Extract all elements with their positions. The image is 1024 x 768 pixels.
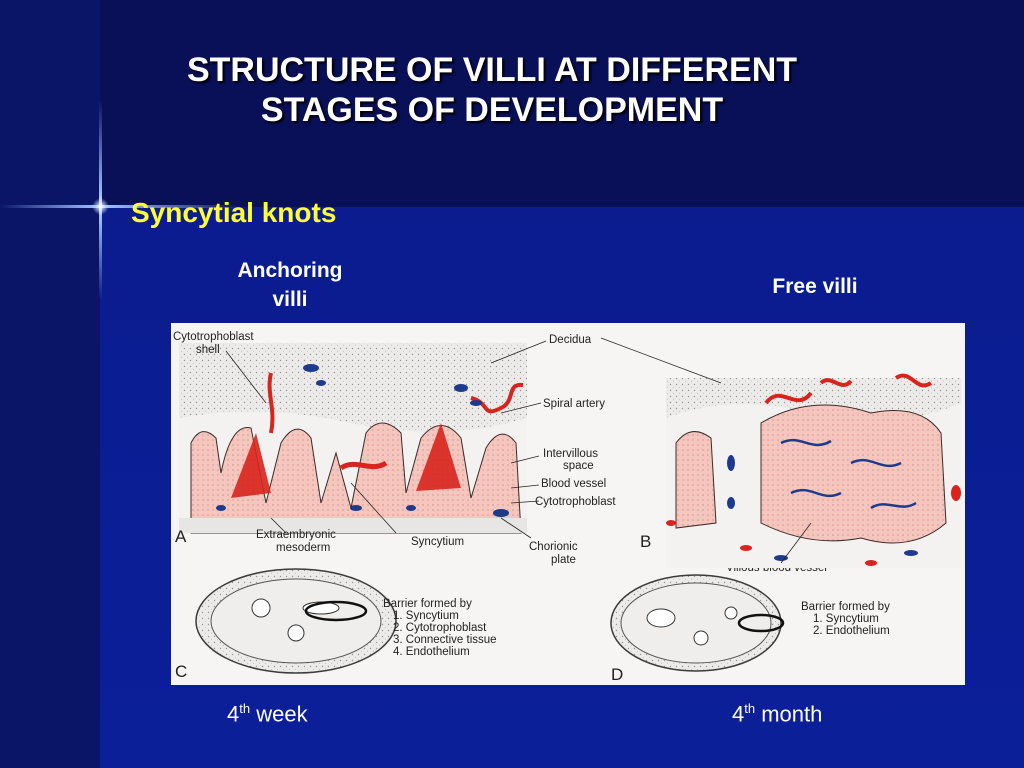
panel-c-vessel-1 xyxy=(251,598,271,618)
panel-d-barrier-ring xyxy=(737,613,785,633)
caption-left-ordinal: th xyxy=(239,701,251,716)
anchoring-villi-label-line-2: villi xyxy=(272,288,308,311)
panel-b-villous-tree xyxy=(760,404,947,544)
panel-d-vessel-1 xyxy=(646,608,676,628)
panel-c-barrier-1: 1. Syncytium xyxy=(393,610,459,622)
anchoring-villi-label-line-1: Anchoring xyxy=(237,259,343,282)
panel-b-villus-left xyxy=(675,431,717,529)
villi-diagram-svg: Cytotrophoblast shell Decidua Spiral art… xyxy=(173,331,961,684)
panel-a-anchoring-villi xyxy=(179,340,547,539)
panel-a-leader-lines xyxy=(225,340,547,539)
panel-c-barrier-4: 4. Endothelium xyxy=(393,646,470,658)
panel-b-leader-lines xyxy=(600,337,812,564)
panel-c-vessel-2 xyxy=(287,624,305,642)
panel-letter-a: A xyxy=(175,527,187,546)
panel-d-barrier-title: Barrier formed by xyxy=(801,601,890,613)
caption-left-number: 4 xyxy=(227,701,240,727)
free-villi-label: Free villi xyxy=(772,275,858,298)
label-cytotrophoblast-shell-1: Cytotrophoblast xyxy=(173,331,254,343)
panel-letter-c: C xyxy=(175,662,187,681)
panel-letter-d: D xyxy=(611,665,623,684)
panel-a-blood-vessel-red xyxy=(339,460,388,471)
label-intervillous-2: space xyxy=(563,460,594,472)
panel-a-cyto-shell-left xyxy=(231,433,271,498)
panel-d-barrier-1: 1. Syncytium xyxy=(813,613,879,625)
panel-b-red-cells xyxy=(666,485,961,566)
label-syncytium: Syncytium xyxy=(411,536,464,548)
panel-a-chorionic-plate xyxy=(179,518,527,533)
slide-title-line-2: STAGES OF DEVELOPMENT xyxy=(260,91,724,129)
panel-d-vessel-3 xyxy=(724,606,738,620)
panel-d-villus-inner xyxy=(620,582,772,664)
label-intervillous-1: Intervillous xyxy=(543,448,598,460)
diagram-labels: Cytotrophoblast shell Decidua Spiral art… xyxy=(173,331,827,574)
caption-4th-month: 4th month xyxy=(732,701,822,727)
slide-left-band xyxy=(0,0,100,768)
panel-c-villus-inner xyxy=(210,578,382,664)
label-decidua: Decidua xyxy=(549,334,592,346)
panel-b-blue-cells xyxy=(727,455,918,561)
slide-title-line-1: STRUCTURE OF VILLI AT DIFFERENT xyxy=(186,51,798,89)
panel-b-free-villi xyxy=(600,337,961,568)
panel-b-spiral-arteries xyxy=(764,373,933,405)
label-extraembryonic-2: mesoderm xyxy=(276,542,330,554)
caption-right-ordinal: th xyxy=(744,701,756,716)
caption-right-text: month xyxy=(755,701,823,727)
panel-c-barrier-2: 2. Cytotrophoblast xyxy=(393,622,487,634)
panel-c-cross-section: Barrier formed by 1. Syncytium 2. Cytotr… xyxy=(195,568,497,674)
label-cytotrophoblast-shell-2: shell xyxy=(196,344,220,356)
label-extraembryonic-1: Extraembryonic xyxy=(256,529,336,541)
lens-flare-horizontal xyxy=(0,205,240,208)
panel-d-vessel-2 xyxy=(693,630,709,646)
label-cytotrophoblast: Cytotrophoblast xyxy=(535,496,616,508)
panel-a-spiral-artery-left xyxy=(267,372,275,434)
anchoring-villi-label: Anchoring villi xyxy=(215,256,365,314)
label-chorionic-1: Chorionic xyxy=(529,541,578,553)
panel-d-cross-section: Barrier formed by 1. Syncytium 2. Endoth… xyxy=(610,574,890,672)
slide-header-band xyxy=(0,0,1024,207)
panel-d-barrier-2: 2. Endothelium xyxy=(813,625,890,637)
caption-4th-week: 4th week xyxy=(227,701,308,727)
panel-letter-b: B xyxy=(640,532,651,551)
panel-b-villous-vessels xyxy=(780,438,917,510)
slide-subtitle: Syncytial knots xyxy=(131,197,337,228)
villi-diagram: Cytotrophoblast shell Decidua Spiral art… xyxy=(171,323,965,685)
panel-a-cyto-shell-right xyxy=(416,423,461,491)
label-chorionic-2: plate xyxy=(551,554,576,566)
panel-c-barrier-3: 3. Connective tissue xyxy=(393,634,497,646)
caption-left-text: week xyxy=(250,701,308,727)
caption-right-number: 4 xyxy=(732,701,745,727)
panel-a-spiral-artery-right xyxy=(470,382,524,414)
label-blood-vessel: Blood vessel xyxy=(541,478,606,490)
panel-c-barrier-ring xyxy=(304,600,368,622)
label-spiral-artery: Spiral artery xyxy=(543,398,605,410)
panel-a-blood-vessels-blue xyxy=(216,364,509,517)
panel-c-barrier-title: Barrier formed by xyxy=(383,598,472,610)
slide-title: STRUCTURE OF VILLI AT DIFFERENT STAGES O… xyxy=(102,50,882,130)
lens-flare-center xyxy=(92,198,109,215)
